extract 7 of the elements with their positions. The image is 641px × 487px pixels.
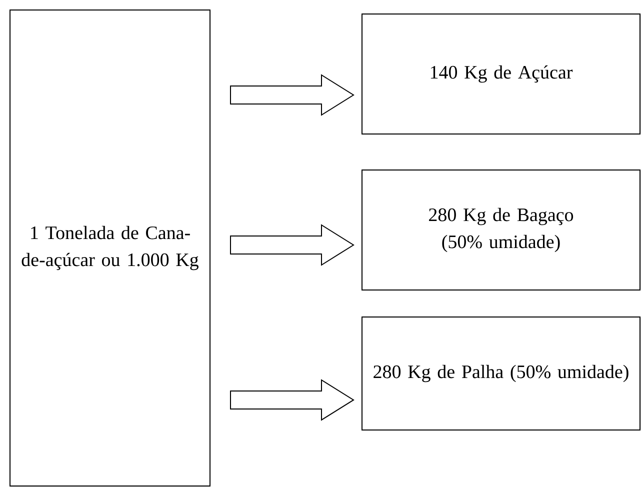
product-box: 280 Kg de Bagaço (50% umidade) [362, 170, 640, 290]
block-arrow [230, 74, 354, 116]
block-arrow [230, 379, 354, 421]
product-box: 280 Kg de Palha (50% umidade) [362, 316, 640, 430]
source-box: 1 Tonelada de Cana-de-açúcar ou 1.000 Kg [10, 10, 210, 486]
block-arrow [230, 224, 354, 266]
product-box: 140 Kg de Açúcar [362, 14, 640, 134]
